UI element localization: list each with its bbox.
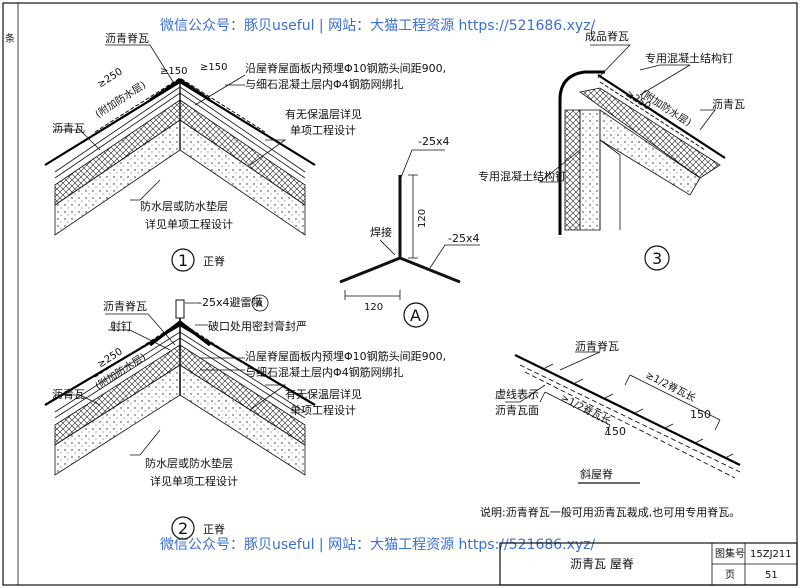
detail-2-seal: 破口处用密封膏封严 [208,319,307,333]
slope-dashed-note-2: 沥青瓦面 [495,404,539,417]
detail-1-ridge-tile: 沥青脊瓦 [105,31,149,45]
detail-a-letter-circle [403,302,429,328]
detail-a-dims [344,174,418,300]
detail-1-note-embed-2: 与细石混凝土层内Φ4钢筋网绑扎 [245,77,404,91]
detail-1-dim-150a: ≥150 [160,66,187,77]
slope-tile-surface [514,354,741,466]
detail-1-note-wp-2: 详见单项工程设计 [145,217,233,231]
detail-2-leaders [55,302,287,456]
drawing-title: 沥青瓦 屋脊 [570,557,634,571]
detail-1-note-embed-1: 沿屋脊屋面板内预埋Φ10钢筋头间距900, [245,61,446,75]
detail-3-roof-slab [599,109,701,196]
detail-1-dim-150b: ≥150 [200,62,227,73]
atlas-label: 图集号 [715,547,745,560]
general-note: 说明:沥青脊瓦一般可用沥青瓦裁成,也可用专用脊瓦。 [480,505,740,519]
detail-2-number: 2 [178,519,188,538]
detail-3-nail-left: 专用混凝土结构钉 [478,169,566,183]
atlas-value: 15ZJ211 [750,549,792,560]
slope-steps [544,363,734,459]
detail-3-slab [579,109,601,231]
detail-3-roof-insulation [579,87,721,179]
detail-3-finished-cap [558,70,605,235]
detail-2-nail: 射钉 [110,319,132,333]
detail-1-number-circle [171,248,195,272]
slope-leaders [505,351,601,403]
watermark-bottom: 微信公众号：豚贝useful | 网站：大猫工程资源 https://52168… [160,537,596,553]
detail-1-title: 正脊 [203,254,225,268]
detail-2-extra-layer [94,321,266,378]
detail-a-dim-120-h: 120 [364,302,383,313]
detail-1-ridge-cap [149,78,211,102]
detail-1-note-insul-1: 有无保温层详见 [285,107,362,121]
detail-1-extra-layer [94,77,266,133]
detail-2-title: 正脊 [203,522,225,536]
detail-1-leaders [55,44,287,201]
detail-a-flat-top: -25x4 [418,135,449,148]
detail-2-number-circle [171,516,195,540]
page-value: 51 [765,570,778,581]
slope-ridge-tile: 沥青脊瓦 [575,339,619,353]
detail-a-dim-120-v: 120 [417,209,428,228]
slope-dashed-note-1: 虚线表示 [495,387,539,401]
detail-3-tile: 沥青瓦 [712,98,745,111]
detail-2-note-insul-1: 有无保温层详见 [285,387,362,401]
detail-3-nail-top: 专用混凝土结构钉 [645,51,733,65]
title-block: 沥青瓦 屋脊 图集号 15ZJ211 页 51 [499,542,798,586]
detail-1-dim-250: ≥250 [96,66,125,90]
detail-3-number: 3 [652,249,662,268]
detail-3-number-circle [644,245,670,271]
detail-1-tile: 沥青瓦 [52,122,85,135]
detail-2-ref-circle [251,294,269,312]
slope-dim-150b: 150 [690,408,711,421]
detail-2-tile: 沥青瓦 [52,388,85,401]
detail-1-note-insul-2: 单项工程设计 [290,124,356,137]
detail-2-note-embed-1: 沿屋脊屋面板内预埋Φ10钢筋头间距900, [245,349,446,363]
detail-2-note-wp-2: 详见单项工程设计 [150,474,238,488]
page-label: 页 [725,569,735,581]
detail-a-weld: 焊接 [370,225,392,239]
detail-a-flat-right: -25x4 [448,232,479,245]
detail-2-lightning-tip [175,299,185,319]
detail-a-leaders [379,149,480,269]
detail-3-extra-layer [599,81,706,151]
left-edge-mark: 条 [5,32,15,45]
detail-3-ridge: 成品脊瓦 专用混凝土结构钉 ≥250 (附加防水层) 沥青瓦 专用混凝土结构钉 … [478,29,745,271]
sloping-ridge: 沥青脊瓦 虚线表示 沥青瓦面 ≥1/2脊瓦长 ≥1/2脊瓦长 150 150 斜… [495,339,741,484]
detail-2-ref-letter: A [256,299,263,310]
detail-3-tile-surface [597,74,726,159]
slope-dims [539,374,721,436]
slope-dim-150a: 150 [605,425,626,438]
detail-2-lightning: -25x4避雷带 [198,295,262,309]
detail-1-number: 1 [178,251,188,270]
detail-3-leaders [538,44,716,183]
detail-a-flat-steel: -25x4 -25x4 焊接 120 120 A [339,135,480,328]
detail-1-note-wp-1: 防水层或防水垫层 [140,199,228,213]
detail-3-inner-frame [599,139,621,230]
detail-2-note-embed-2: 与细石混凝土层内Φ4钢筋网绑扎 [245,365,404,379]
detail-2-note-wp-1: 防水层或防水垫层 [145,456,233,470]
detail-a-letter: A [410,306,421,325]
detail-2-note-insul-2: 单项工程设计 [290,404,356,417]
slope-title: 斜屋脊 [580,467,613,481]
watermark-top: 微信公众号：豚贝useful | 网站：大猫工程资源 https://52168… [160,18,596,34]
detail-2-ridge: 沥青脊瓦 -25x4避雷带 A 射钉 破口处用密封膏封严 ≥250 (附加防水层… [44,294,446,540]
detail-2-ridge-tile: 沥青脊瓦 [103,299,147,313]
detail-3-finished-tile: 成品脊瓦 [585,29,629,43]
slope-dashed-tiles [519,364,741,479]
detail-a-steel [339,256,461,284]
detail-3-wall-insulation [564,109,581,231]
